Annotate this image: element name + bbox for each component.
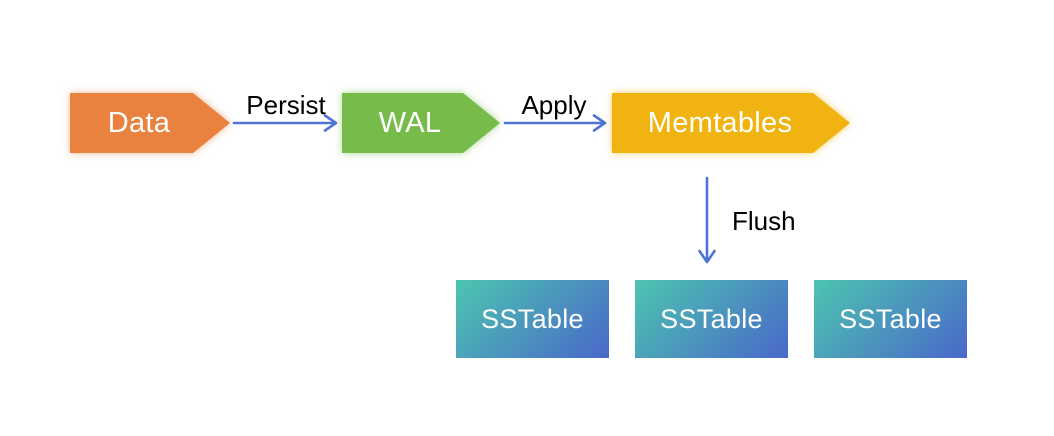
persist-arrow-icon	[232, 114, 338, 132]
persist-edge-label: Persist	[246, 90, 326, 120]
flush-arrow-icon	[698, 176, 716, 264]
node-wal-label: WAL	[378, 106, 442, 139]
node-data: Data	[70, 93, 230, 153]
node-data-label: Data	[107, 106, 171, 139]
chevron-shape: Data	[70, 93, 230, 153]
node-sstable-2: SSTable	[635, 280, 788, 358]
node-sstable-label: SSTable	[839, 303, 942, 334]
apply-arrow-icon	[503, 114, 607, 132]
chevron-shape: Memtables	[612, 93, 850, 153]
flush-edge-label: Flush	[732, 206, 796, 236]
node-sstable-3: SSTable	[814, 280, 967, 358]
chevron-shape: WAL	[342, 93, 500, 153]
node-sstable-label: SSTable	[481, 303, 584, 334]
node-sstable-1: SSTable	[456, 280, 609, 358]
node-sstable-label: SSTable	[660, 303, 763, 334]
node-memtables: Memtables	[612, 93, 850, 153]
node-wal: WAL	[342, 93, 500, 153]
node-memtables-label: Memtables	[647, 106, 793, 139]
apply-edge-label: Apply	[521, 90, 587, 120]
